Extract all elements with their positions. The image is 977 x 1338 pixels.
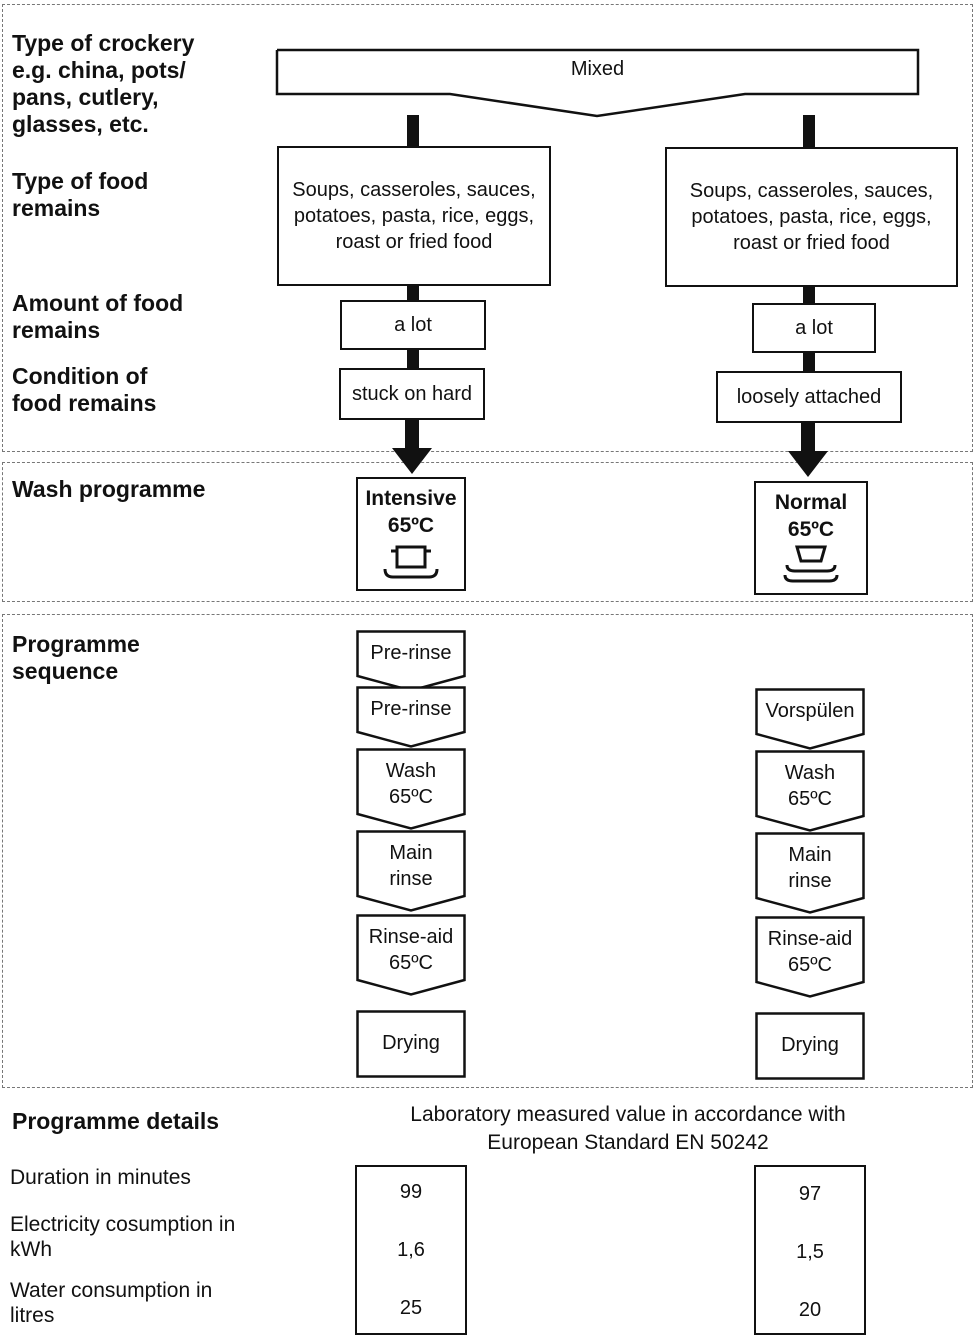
- step-label: Drying: [781, 1034, 839, 1056]
- step-label-line2: 65ºC: [788, 954, 832, 976]
- step-chevron-shape: [356, 686, 466, 748]
- connector: [803, 353, 815, 373]
- amount-box-left: a lot: [340, 300, 486, 350]
- label-water: Water consumption in litres: [10, 1279, 213, 1327]
- programme-name: Normal: [774, 491, 848, 514]
- step-chevron-shape: [356, 630, 466, 692]
- amount-text: a lot: [394, 314, 432, 336]
- step-label-line2: rinse: [389, 868, 433, 890]
- lab-note: Laboratory measured value in accordance …: [410, 1103, 846, 1154]
- step-label: Vorspülen: [765, 700, 855, 722]
- duration-value: 99: [399, 1181, 423, 1203]
- step-label: Main: [389, 842, 433, 864]
- step-label: Pre-rinse: [370, 642, 452, 664]
- programme-box-intensive: Intensive 65ºC: [356, 477, 466, 591]
- connector: [801, 423, 815, 453]
- step-label: Pre-rinse: [370, 698, 452, 720]
- food-text: Soups, casseroles, sauces, potatoes, pas…: [689, 180, 934, 254]
- water-value: 20: [798, 1299, 822, 1321]
- step-label: Wash: [784, 762, 836, 784]
- sequence-step: Wash 65ºC: [356, 748, 466, 830]
- sequence-step: Vorspülen: [755, 688, 865, 750]
- details-box-intensive: 99 1,6 25: [355, 1165, 467, 1335]
- food-text: Soups, casseroles, sauces, potatoes, pas…: [292, 179, 536, 253]
- condition-box-right: loosely attached: [716, 371, 902, 423]
- sequence-step: Pre-rinse: [356, 686, 466, 748]
- step-chevron-shape: [356, 748, 466, 830]
- sequence-step: Wash 65ºC: [755, 750, 865, 832]
- sequence-step: Drying: [755, 1012, 865, 1080]
- crockery-value: Mixed: [570, 58, 625, 80]
- electricity-value: 1,5: [796, 1241, 824, 1263]
- step-chevron-shape: [356, 830, 466, 912]
- label-programme-sequence: Programme sequence: [12, 631, 140, 684]
- duration-value: 97: [798, 1183, 822, 1205]
- condition-text: loosely attached: [736, 386, 882, 408]
- connector: [803, 287, 815, 305]
- step-label: Wash: [385, 760, 437, 782]
- connector: [407, 115, 419, 149]
- label-type-of-crockery: Type of crockery e.g. china, pots/ pans,…: [12, 30, 195, 137]
- amount-box-right: a lot: [752, 303, 876, 353]
- step-chevron-shape: [755, 916, 865, 998]
- step-chevron-shape: [755, 750, 865, 832]
- step-chevron-shape: [356, 914, 466, 996]
- water-value: 25: [399, 1297, 423, 1319]
- step-chevron-shape: [755, 688, 865, 750]
- step-label: Main: [788, 844, 832, 866]
- connector: [407, 350, 419, 370]
- crockery-banner: [275, 48, 920, 118]
- label-condition-of-food: Condition of food remains: [12, 363, 157, 416]
- electricity-value: 1,6: [397, 1239, 425, 1261]
- step-label-line2: rinse: [788, 870, 832, 892]
- sequence-step: Main rinse: [755, 832, 865, 914]
- step-label: Drying: [382, 1032, 440, 1054]
- label-programme-details: Programme details: [12, 1108, 220, 1134]
- step-box: [755, 1012, 865, 1080]
- pot-icon: [383, 545, 439, 579]
- programme-box-normal: Normal 65ºC: [754, 481, 868, 595]
- step-label: Rinse-aid: [767, 928, 853, 950]
- step-box: [356, 1010, 466, 1078]
- food-box-left: Soups, casseroles, sauces, potatoes, pas…: [277, 146, 551, 286]
- step-label-line2: 65ºC: [389, 786, 433, 808]
- arrow-down-icon: [788, 451, 828, 477]
- sequence-step: Rinse-aid 65ºC: [755, 916, 865, 998]
- connector: [803, 115, 815, 149]
- details-box-normal: 97 1,5 20: [754, 1165, 866, 1335]
- dishes-icon: [783, 545, 839, 583]
- section-wash-programme: [2, 462, 973, 602]
- amount-text: a lot: [795, 317, 833, 339]
- sequence-step: Rinse-aid 65ºC: [356, 914, 466, 996]
- food-box-right: Soups, casseroles, sauces, potatoes, pas…: [665, 147, 958, 287]
- label-duration: Duration in minutes: [10, 1166, 191, 1189]
- sequence-step: Drying: [356, 1010, 466, 1078]
- step-chevron-shape: [755, 832, 865, 914]
- section-selection: [2, 4, 973, 452]
- connector: [405, 420, 419, 450]
- sequence-step: Main rinse: [356, 830, 466, 912]
- step-label-line2: 65ºC: [788, 788, 832, 810]
- section-programme-sequence: [2, 614, 973, 1088]
- connector: [407, 286, 419, 302]
- arrow-down-icon: [392, 448, 432, 474]
- label-amount-of-food: Amount of food remains: [12, 290, 184, 343]
- label-type-of-food: Type of food remains: [12, 168, 149, 221]
- condition-text: stuck on hard: [351, 383, 473, 405]
- label-wash-programme: Wash programme: [12, 476, 206, 502]
- step-label-line2: 65ºC: [389, 952, 433, 974]
- programme-temp: 65ºC: [787, 518, 835, 541]
- condition-box-left: stuck on hard: [339, 368, 485, 420]
- sequence-step: Pre-rinse: [356, 630, 466, 692]
- label-electricity: Electricity cosumption in kWh: [10, 1213, 236, 1261]
- programme-temp: 65ºC: [387, 514, 435, 537]
- programme-name: Intensive: [365, 487, 457, 510]
- step-label: Rinse-aid: [368, 926, 454, 948]
